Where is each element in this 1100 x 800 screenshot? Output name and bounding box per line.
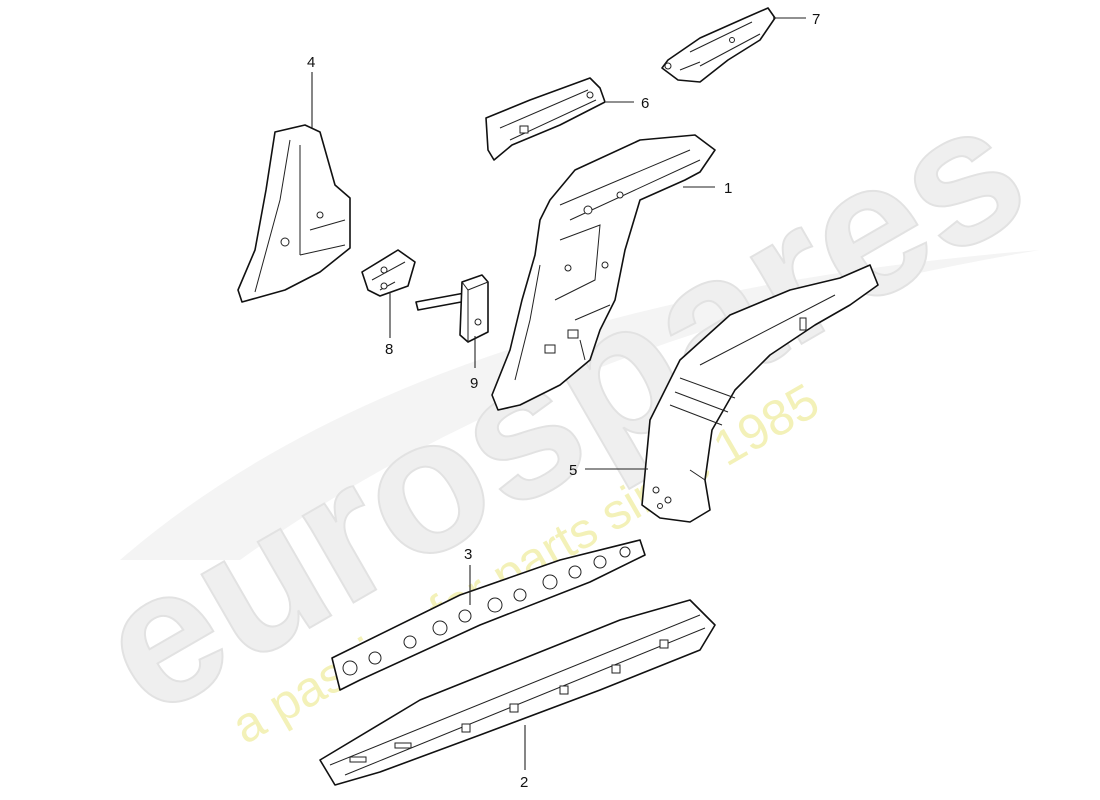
part-5-wheel-arch <box>641 264 879 523</box>
part-9-bolt <box>415 274 489 343</box>
callout-6: 6 <box>641 95 649 112</box>
callout-7: 7 <box>812 11 820 28</box>
part-1-side-panel <box>491 134 716 411</box>
callout-labels: 1 2 3 4 5 6 7 8 9 <box>307 11 820 791</box>
part-7-bracket <box>661 7 776 83</box>
callout-2: 2 <box>520 774 528 791</box>
callout-3: 3 <box>464 546 472 563</box>
callout-5: 5 <box>569 462 577 479</box>
callout-4: 4 <box>307 54 315 71</box>
part-4-pillar <box>237 124 351 303</box>
part-6-panel <box>485 77 606 161</box>
part-3-inner-sill <box>331 539 646 691</box>
callout-9: 9 <box>470 375 478 392</box>
leader-lines <box>311 17 806 770</box>
callout-1: 1 <box>724 180 732 197</box>
part-2-outer-sill <box>319 599 716 786</box>
part-8-bracket <box>361 249 416 297</box>
callout-8: 8 <box>385 341 393 358</box>
watermark-swoosh <box>120 250 1040 560</box>
